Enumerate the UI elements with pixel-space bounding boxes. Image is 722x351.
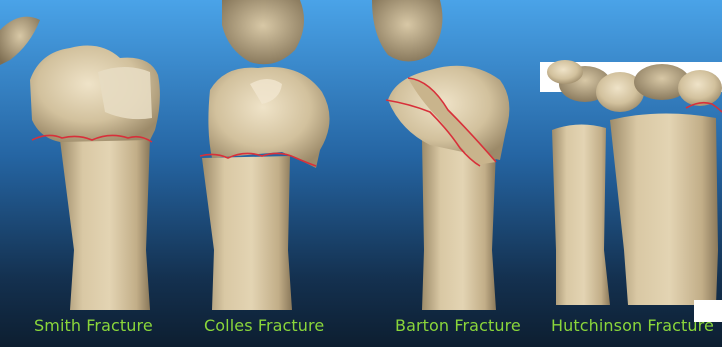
hutchinson-caption: Hutchinson Fracture <box>551 316 714 335</box>
colles-caption: Colles Fracture <box>204 316 324 335</box>
barton-caption: Barton Fracture <box>395 316 521 335</box>
smith-caption: Smith Fracture <box>34 316 153 335</box>
